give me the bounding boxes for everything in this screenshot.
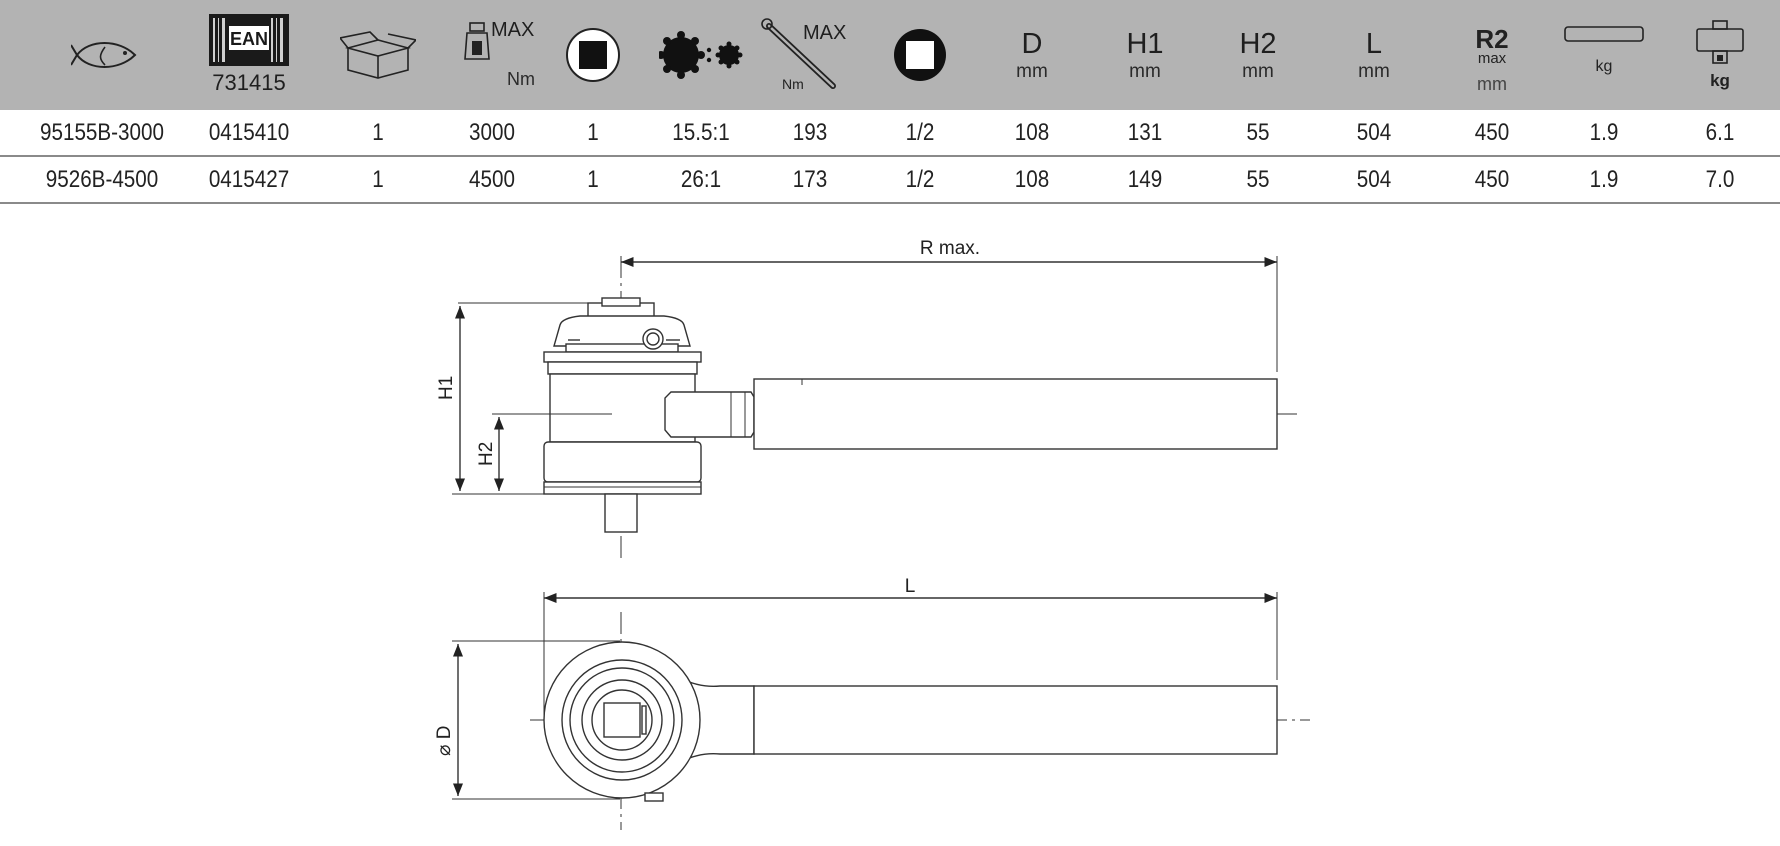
cell-kg: 6.1 [1705, 119, 1735, 146]
spec-table: EAN 731415 MAX Nm [0, 0, 1780, 204]
cell-ean: 0415427 [208, 166, 290, 193]
header-torque: MAX Nm [437, 0, 547, 110]
table-row: 95155B-3000 0415410 1 3000 1 15.5:1 193 … [0, 110, 1780, 157]
torque-unit: Nm [507, 68, 535, 89]
cell-d: 108 [1014, 166, 1050, 193]
input-torque-unit: Nm [782, 76, 804, 92]
l-dim-label: L [905, 576, 916, 597]
h1-dim-label: H1 [436, 376, 457, 400]
cell-pack: 1 [372, 119, 384, 146]
svg-text:EAN: EAN [230, 29, 268, 49]
header-square [865, 0, 975, 110]
socket-torque-icon [464, 21, 490, 60]
cell-input-torque: 193 [792, 119, 828, 146]
header-product-code [52, 0, 162, 110]
header-ratio [646, 0, 756, 110]
header-weight: kg [1665, 0, 1775, 110]
cell-kg: 7.0 [1705, 166, 1735, 193]
gear-ratio-icon [659, 31, 743, 79]
table-header: EAN 731415 MAX Nm [0, 0, 1780, 110]
l-label: L [1365, 28, 1383, 60]
cell-h2: 55 [1246, 166, 1270, 193]
l-unit: mm [1358, 61, 1390, 82]
r-max-label: R max. [920, 238, 980, 259]
r2-sub: max [1477, 49, 1507, 67]
header-pack [323, 0, 433, 110]
d-dim-label: ⌀ D [434, 726, 455, 756]
header-l: L mm [1319, 0, 1429, 110]
header-h2: H2 mm [1203, 0, 1313, 110]
cell-l: 504 [1356, 119, 1392, 146]
header-h1: H1 mm [1090, 0, 1200, 110]
header-drive [538, 0, 648, 110]
fish-icon [71, 42, 137, 68]
r2-label: R2 [1475, 23, 1509, 54]
cell-h1: 131 [1127, 119, 1163, 146]
cell-square: 1/2 [905, 119, 935, 146]
header-input-torque: MAX Nm [755, 0, 875, 110]
header-bar-weight: kg [1549, 0, 1659, 110]
input-torque-max-label: MAX [803, 22, 847, 44]
cell-code: 95155B-3000 [40, 119, 164, 146]
cell-h1: 149 [1127, 166, 1163, 193]
cell-ratio: 15.5:1 [672, 119, 730, 146]
h2-label: H2 [1239, 28, 1277, 60]
wrench-torque-icon [761, 18, 836, 89]
cell-drive: 1 [587, 166, 599, 193]
square-drive-icon [566, 28, 620, 82]
side-view [452, 256, 1300, 560]
cell-h2: 55 [1246, 119, 1270, 146]
cell-d: 108 [1014, 119, 1050, 146]
cell-r2: 450 [1474, 166, 1510, 193]
top-view [452, 592, 1310, 830]
h2-unit: mm [1242, 61, 1274, 82]
weight-unit: kg [1710, 71, 1730, 90]
r2-unit: mm [1477, 73, 1507, 94]
cell-l: 504 [1356, 166, 1392, 193]
multiplier-weight-icon [1696, 20, 1744, 64]
cell-pack: 1 [372, 166, 384, 193]
cell-ratio: 26:1 [680, 166, 722, 193]
cell-bar-kg: 1.9 [1589, 119, 1619, 146]
d-label: D [1021, 28, 1043, 60]
h1-label: H1 [1126, 28, 1164, 60]
box-icon [340, 31, 416, 79]
ean-code: 731415 [212, 70, 286, 95]
d-unit: mm [1016, 61, 1048, 82]
header-r2: R2 max mm [1437, 0, 1547, 110]
torque-max-label: MAX [491, 18, 535, 41]
header-d: D mm [977, 0, 1087, 110]
reaction-bar-icon [1564, 26, 1644, 42]
h2-dim-label: H2 [476, 442, 497, 466]
h1-unit: mm [1129, 61, 1161, 82]
cell-input-torque: 173 [792, 166, 828, 193]
cell-code: 9526B-4500 [45, 166, 159, 193]
cell-torque: 4500 [469, 166, 515, 193]
cell-bar-kg: 1.9 [1589, 166, 1619, 193]
cell-ean: 0415410 [208, 119, 290, 146]
cell-torque: 3000 [469, 119, 515, 146]
cell-square: 1/2 [905, 166, 935, 193]
cell-drive: 1 [587, 119, 599, 146]
cell-r2: 450 [1474, 119, 1510, 146]
barcode-icon: EAN [209, 14, 289, 66]
table-row: 9526B-4500 0415427 1 4500 1 26:1 173 1/2… [0, 157, 1780, 204]
bar-weight-unit: kg [1595, 58, 1613, 75]
header-ean: EAN 731415 [194, 0, 304, 110]
square-drive-outline-icon [894, 29, 946, 81]
